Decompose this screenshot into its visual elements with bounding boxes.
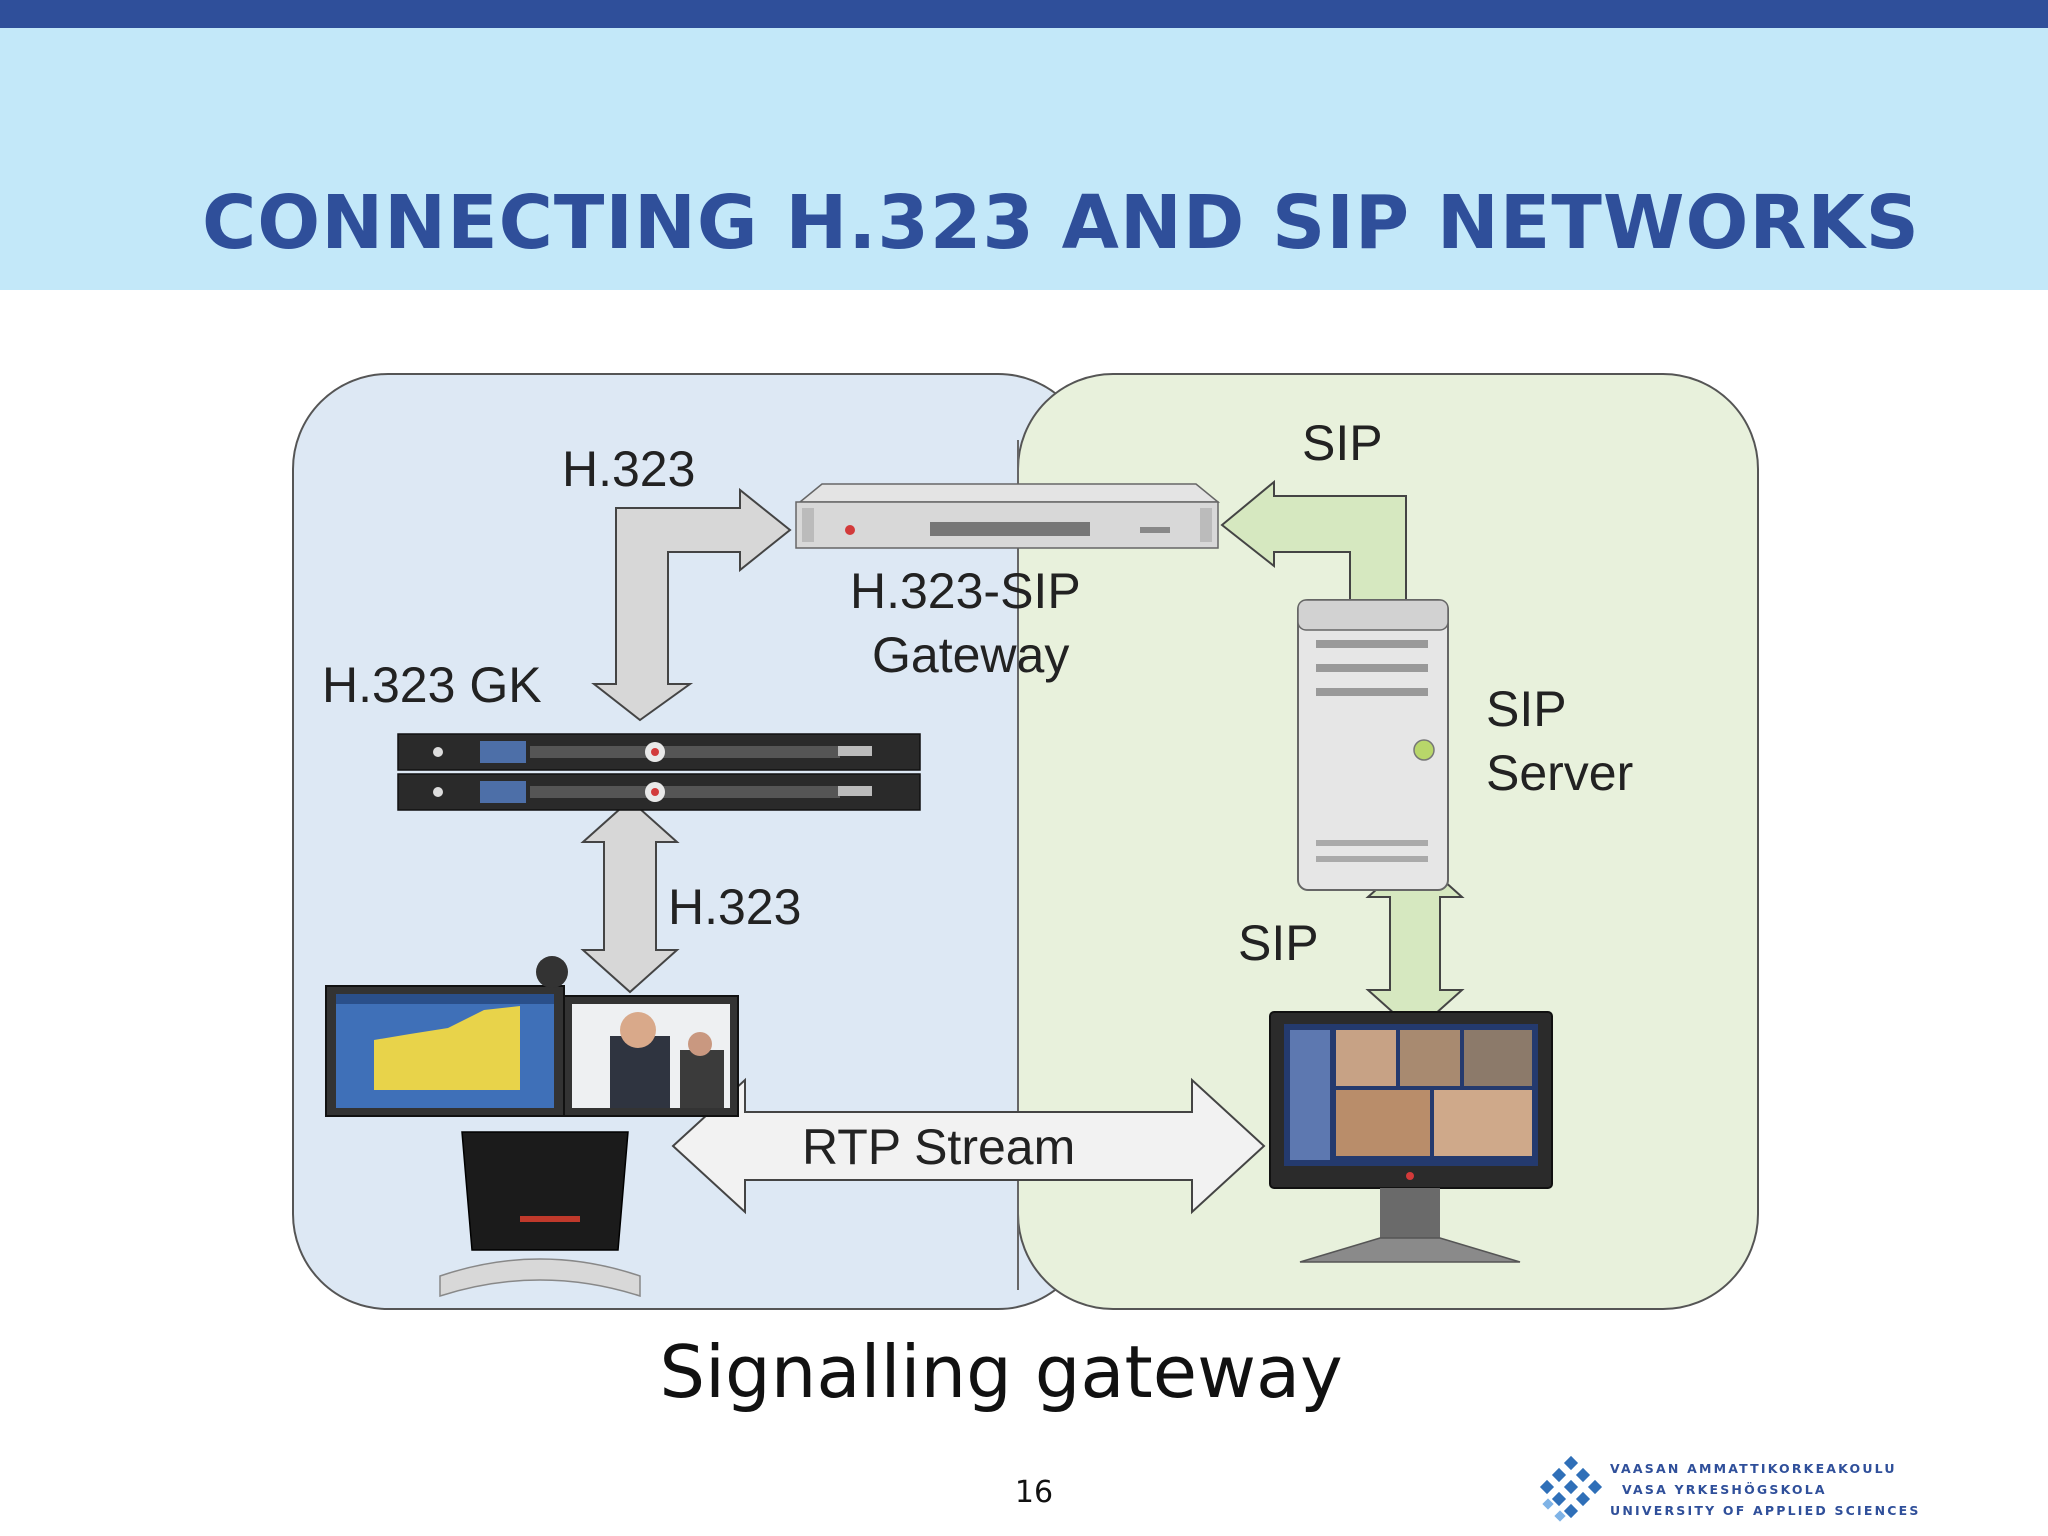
university-logo: VAASAN AMMATTIKORKEAKOULU VASA YRKESHÖGS… [1536, 1454, 1936, 1528]
h323-video-endpoint [325, 956, 739, 1298]
diagram-caption: Signalling gateway [659, 1330, 1343, 1414]
label-gateway-line1: H.323-SIP [850, 563, 1081, 619]
h323-arrow-bottom [580, 798, 680, 994]
sip-monitor-endpoint [1269, 1011, 1553, 1263]
top-bar [0, 0, 2048, 28]
label-h323-top: H.323 [562, 441, 695, 497]
label-sip-server-line2: Server [1486, 745, 1633, 801]
header-band [0, 28, 2048, 290]
label-h323-bottom: H.323 [668, 879, 801, 935]
diamond-logo-icon [1539, 1455, 1603, 1522]
slide-title: CONNECTING H.323 AND SIP NETWORKS [202, 180, 1920, 266]
logo-line-1: VAASAN AMMATTIKORKEAKOULU [1610, 1461, 1897, 1476]
sip-server-device [1297, 599, 1449, 891]
label-rtp-stream: RTP Stream [802, 1119, 1075, 1175]
gateway-device [795, 483, 1221, 549]
label-gk: H.323 GK [322, 657, 542, 713]
label-sip-top: SIP [1302, 415, 1383, 471]
label-sip-server-line1: SIP [1486, 681, 1567, 737]
logo-line-3: UNIVERSITY OF APPLIED SCIENCES [1610, 1503, 1921, 1518]
gatekeeper-device [397, 733, 921, 811]
label-sip-bottom: SIP [1238, 915, 1319, 971]
rtp-stream-arrow [671, 1077, 1266, 1215]
label-gateway-line2: Gateway [872, 627, 1069, 683]
network-diagram: H.323 SIP H.323-SIP Gateway H.323 GK SIP… [292, 373, 1759, 1310]
h323-arrow-top [591, 487, 792, 722]
logo-line-2: VASA YRKESHÖGSKOLA [1622, 1482, 1827, 1497]
page-number: 16 [1014, 1475, 1054, 1510]
